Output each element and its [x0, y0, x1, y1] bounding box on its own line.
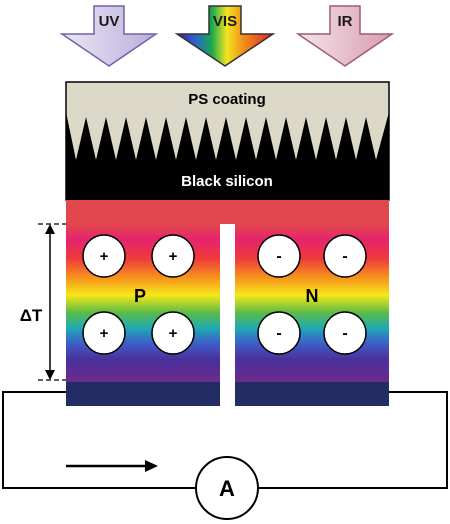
- electron-charge: -: [323, 311, 367, 355]
- hole-charge: +: [82, 311, 126, 355]
- electron-charge: -: [257, 234, 301, 278]
- vis-label: VIS: [213, 13, 237, 30]
- delta-t-marker: ΔT: [16, 223, 66, 381]
- hole-charge: +: [151, 234, 195, 278]
- svg-text:+: +: [169, 248, 178, 265]
- black-silicon-label: Black silicon: [181, 173, 273, 190]
- vis-arrow: VIS: [174, 5, 276, 67]
- n-base-bar: [235, 382, 389, 406]
- hole-charge: +: [151, 311, 195, 355]
- svg-text:-: -: [342, 325, 347, 342]
- svg-text:+: +: [100, 325, 109, 342]
- hot-junction-strip: [66, 200, 389, 224]
- svg-text:-: -: [276, 248, 281, 265]
- current-arrow: [66, 460, 158, 472]
- svg-text:+: +: [169, 325, 178, 342]
- ir-arrow: IR: [295, 5, 395, 67]
- uv-label: UV: [99, 13, 120, 30]
- black-silicon-layer: [66, 112, 389, 200]
- ammeter-label: A: [219, 476, 235, 501]
- electron-charge: -: [323, 234, 367, 278]
- p-type-label: P: [134, 286, 146, 306]
- electron-charge: -: [257, 311, 301, 355]
- uv-arrow: UV: [59, 5, 159, 67]
- svg-text:-: -: [276, 325, 281, 342]
- svg-text:+: +: [100, 248, 109, 265]
- ammeter: A: [195, 456, 259, 520]
- hole-charge: +: [82, 234, 126, 278]
- n-type-label: N: [306, 286, 319, 306]
- circuit-wire: [2, 391, 448, 489]
- ir-label: IR: [338, 13, 353, 30]
- svg-text:-: -: [342, 248, 347, 265]
- delta-t-label: ΔT: [20, 306, 43, 325]
- ps-coating-label: PS coating: [188, 91, 266, 108]
- p-base-bar: [66, 382, 220, 406]
